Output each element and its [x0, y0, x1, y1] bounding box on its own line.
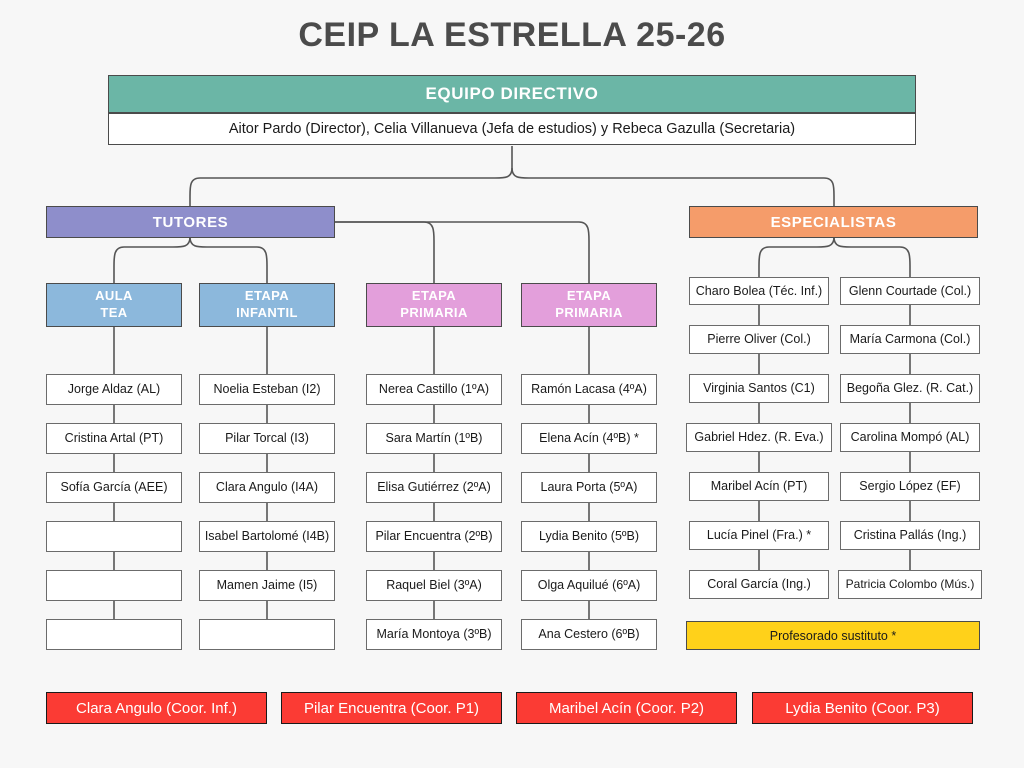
node-etapa-primaria-1-6[interactable]: María Montoya (3ºB) [366, 619, 502, 650]
node-etapa-infantil-5[interactable]: Mamen Jaime (I5) [199, 570, 335, 601]
node-especialistas-1-2[interactable]: Pierre Oliver (Col.) [689, 325, 829, 354]
column-header-etapa-primaria-1[interactable]: ETAPA PRIMARIA [366, 283, 502, 327]
node-especialistas-2-7[interactable]: Patricia Colombo (Mús.) [838, 570, 982, 599]
column-header-line-1: ETAPA [411, 288, 457, 304]
equipo-directivo-header: EQUIPO DIRECTIVO [108, 75, 916, 113]
node-especialistas-2-2[interactable]: María Carmona (Col.) [840, 325, 980, 354]
node-etapa-infantil-4[interactable]: Isabel Bartolomé (I4B) [199, 521, 335, 552]
node-etapa-infantil-6[interactable] [199, 619, 335, 650]
node-etapa-primaria-2-6[interactable]: Ana Cestero (6ºB) [521, 619, 657, 650]
node-etapa-primaria-1-3[interactable]: Elisa Gutiérrez (2ºA) [366, 472, 502, 503]
node-aula-tea-1[interactable]: Jorge Aldaz (AL) [46, 374, 182, 405]
coordinator-box-p1[interactable]: Pilar Encuentra (Coor. P1) [281, 692, 502, 724]
node-etapa-primaria-2-2[interactable]: Elena Acín (4ºB) * [521, 423, 657, 454]
node-especialistas-2-5[interactable]: Sergio López (EF) [840, 472, 980, 501]
node-etapa-infantil-1[interactable]: Noelia Esteban (I2) [199, 374, 335, 405]
column-header-line-1: ETAPA [566, 288, 612, 304]
group-header-especialistas[interactable]: ESPECIALISTAS [689, 206, 978, 238]
node-especialistas-1-3[interactable]: Virginia Santos (C1) [689, 374, 829, 403]
equipo-directivo-members: Aitor Pardo (Director), Celia Villanueva… [108, 113, 916, 145]
node-etapa-primaria-2-1[interactable]: Ramón Lacasa (4ºA) [521, 374, 657, 405]
node-especialistas-1-7[interactable]: Coral García (Ing.) [689, 570, 829, 599]
legend-profesorado-sustituto: Profesorado sustituto * [686, 621, 980, 650]
coordinator-box-infantil[interactable]: Clara Angulo (Coor. Inf.) [46, 692, 267, 724]
node-especialistas-2-4[interactable]: Carolina Mompó (AL) [840, 423, 980, 452]
coordinator-box-p2[interactable]: Maribel Acín (Coor. P2) [516, 692, 737, 724]
column-header-line-2: PRIMARIA [555, 305, 623, 320]
node-etapa-primaria-1-2[interactable]: Sara Martín (1ºB) [366, 423, 502, 454]
column-header-aula-tea[interactable]: AULA TEA [46, 283, 182, 327]
node-aula-tea-5[interactable] [46, 570, 182, 601]
column-header-etapa-infantil[interactable]: ETAPA INFANTIL [199, 283, 335, 327]
node-aula-tea-2[interactable]: Cristina Artal (PT) [46, 423, 182, 454]
column-header-etapa-primaria-2[interactable]: ETAPA PRIMARIA [521, 283, 657, 327]
node-etapa-infantil-2[interactable]: Pilar Torcal (I3) [199, 423, 335, 454]
column-header-line-2: INFANTIL [236, 305, 298, 320]
node-etapa-primaria-2-5[interactable]: Olga Aquilué (6ºA) [521, 570, 657, 601]
coordinator-box-p3[interactable]: Lydia Benito (Coor. P3) [752, 692, 973, 724]
node-especialistas-1-4[interactable]: Gabriel Hdez. (R. Eva.) [686, 423, 832, 452]
node-etapa-infantil-3[interactable]: Clara Angulo (I4A) [199, 472, 335, 503]
column-header-line-1: ETAPA [244, 288, 290, 304]
node-etapa-primaria-1-1[interactable]: Nerea Castillo (1ºA) [366, 374, 502, 405]
node-especialistas-2-3[interactable]: Begoña Glez. (R. Cat.) [840, 374, 980, 403]
node-etapa-primaria-2-3[interactable]: Laura Porta (5ºA) [521, 472, 657, 503]
node-aula-tea-4[interactable] [46, 521, 182, 552]
column-header-line-1: AULA [95, 288, 133, 304]
group-header-tutores[interactable]: TUTORES [46, 206, 335, 238]
node-etapa-primaria-1-4[interactable]: Pilar Encuentra (2ºB) [366, 521, 502, 552]
node-especialistas-1-5[interactable]: Maribel Acín (PT) [689, 472, 829, 501]
node-aula-tea-3[interactable]: Sofía García (AEE) [46, 472, 182, 503]
node-etapa-primaria-2-4[interactable]: Lydia Benito (5ºB) [521, 521, 657, 552]
column-header-line-2: TEA [100, 305, 128, 320]
node-aula-tea-6[interactable] [46, 619, 182, 650]
column-header-line-2: PRIMARIA [400, 305, 468, 320]
node-especialistas-1-6[interactable]: Lucía Pinel (Fra.) * [689, 521, 829, 550]
node-especialistas-2-6[interactable]: Cristina Pallás (Ing.) [840, 521, 980, 550]
node-especialistas-1-1[interactable]: Charo Bolea (Téc. Inf.) [689, 277, 829, 305]
node-especialistas-2-1[interactable]: Glenn Courtade (Col.) [840, 277, 980, 305]
node-etapa-primaria-1-5[interactable]: Raquel Biel (3ºA) [366, 570, 502, 601]
page-title: CEIP LA ESTRELLA 25-26 [298, 16, 726, 54]
